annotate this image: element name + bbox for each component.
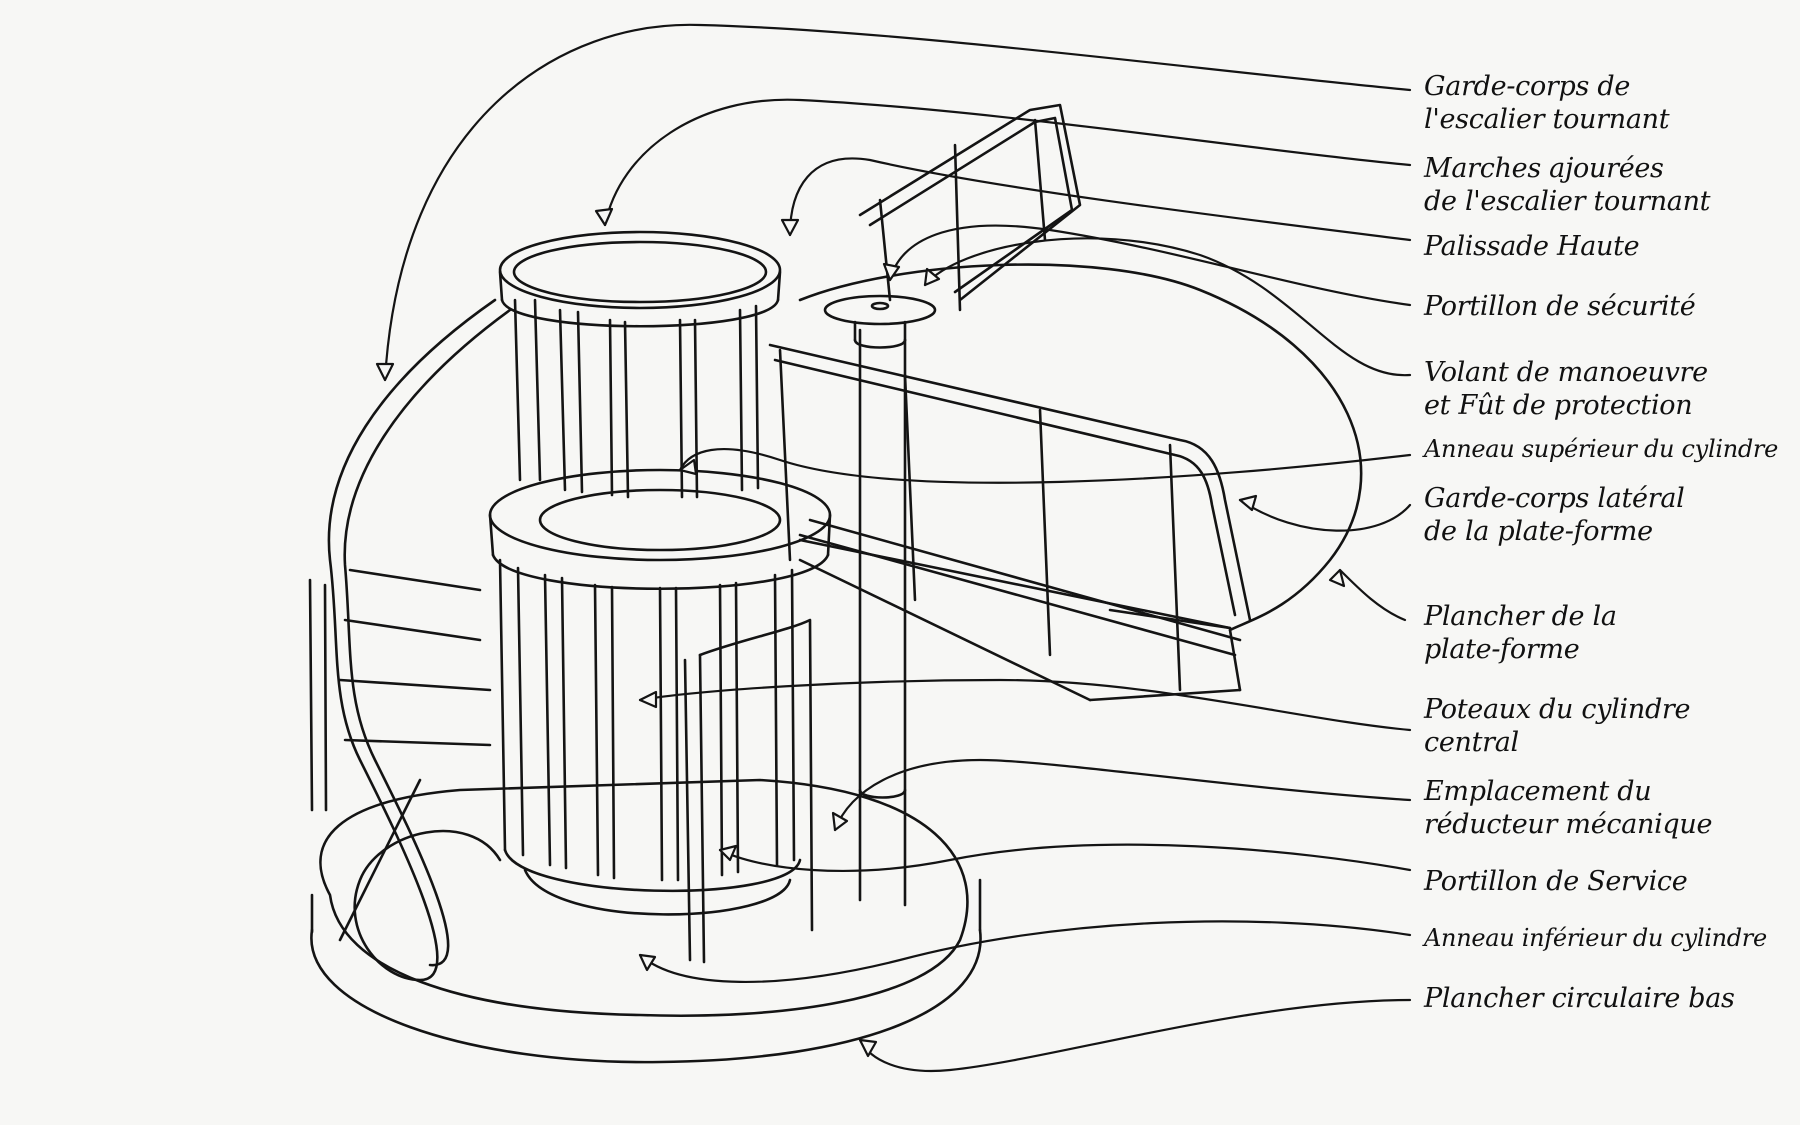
- upper-ring: [498, 230, 782, 328]
- leader-portillon-service: [718, 843, 1412, 872]
- label-portillon-securite: Portillon de sécurité: [1424, 290, 1696, 323]
- arrow-icon: [638, 690, 658, 709]
- label-line: Garde-corps latéral: [1424, 483, 1685, 514]
- label-marches-ajourees: Marches ajourées de l'escalier tournant: [1424, 152, 1711, 218]
- label-line: réducteur mécanique: [1424, 809, 1713, 840]
- arrow-icon: [882, 262, 901, 282]
- leader-plancher-plateforme: [1338, 568, 1407, 622]
- label-palissade-haute: Palissade Haute: [1424, 230, 1640, 263]
- label-anneau-superieur: Anneau supérieur du cylindre: [1424, 433, 1778, 466]
- label-volant-manoeuvre: Volant de manoeuvre et Fût de protection: [1424, 356, 1708, 422]
- leader-volant-manoeuvre: [923, 237, 1412, 377]
- leader-plancher-circulaire: [858, 998, 1412, 1072]
- leader-lines: [383, 23, 1412, 1072]
- label-line: et Fût de protection: [1424, 390, 1693, 421]
- arrow-icon: [1328, 568, 1346, 588]
- cylinder-posts: [498, 298, 796, 882]
- leader-palissade-haute: [788, 157, 1412, 242]
- label-plancher-circulaire: Plancher circulaire bas: [1424, 982, 1735, 1015]
- label-line: Palissade Haute: [1424, 231, 1640, 262]
- arrow-icon: [638, 953, 657, 972]
- lower-ring: [503, 848, 802, 916]
- leader-marches-ajourees: [603, 98, 1412, 227]
- label-line: Portillon de sécurité: [1424, 291, 1696, 322]
- leader-portillon-securite: [888, 224, 1412, 307]
- label-line: plate-forme: [1424, 634, 1580, 665]
- label-line: Plancher circulaire bas: [1424, 983, 1735, 1014]
- support-column: [858, 328, 907, 907]
- leader-garde-corps-escalier: [383, 23, 1412, 382]
- lateral-guard-rail: [768, 343, 1252, 692]
- label-line: Plancher de la: [1424, 601, 1617, 632]
- label-poteaux-cylindre: Poteaux du cylindre central: [1424, 693, 1691, 759]
- spiral-stair: [308, 298, 512, 982]
- label-line: Marches ajourées: [1424, 153, 1664, 184]
- lower-circular-floor: [310, 778, 982, 1064]
- arrow-icon: [1238, 494, 1258, 512]
- arrow-icon: [594, 207, 614, 227]
- high-palisade: [858, 103, 1082, 312]
- label-line: Portillon de Service: [1424, 866, 1688, 897]
- label-line: Anneau supérieur du cylindre: [1424, 435, 1778, 463]
- arrow-heads: [375, 207, 1346, 1058]
- label-portillon-service: Portillon de Service: [1424, 865, 1688, 898]
- label-plancher-plateforme: Plancher de la plate-forme: [1424, 600, 1617, 666]
- label-garde-corps-lateral: Garde-corps latéral de la plate-forme: [1424, 482, 1685, 548]
- arrow-icon: [718, 844, 738, 862]
- leader-garde-corps-lateral: [1238, 498, 1412, 532]
- leader-anneau-inferieur: [638, 920, 1412, 984]
- arrow-icon: [375, 362, 395, 382]
- label-line: Emplacement du: [1424, 776, 1652, 807]
- leader-emplacement-reducteur: [833, 758, 1412, 832]
- arrow-icon: [831, 811, 849, 832]
- leader-poteaux-cylindre: [638, 678, 1412, 732]
- arrow-icon: [858, 1038, 878, 1058]
- label-line: Poteaux du cylindre: [1424, 694, 1691, 725]
- mid-ring: [488, 468, 832, 591]
- label-line: central: [1424, 727, 1519, 758]
- label-line: l'escalier tournant: [1424, 104, 1670, 135]
- operating-wheel: [823, 294, 937, 349]
- label-garde-corps-escalier: Garde-corps de l'escalier tournant: [1424, 70, 1670, 136]
- label-line: Anneau inférieur du cylindre: [1424, 924, 1767, 952]
- arrow-icon: [923, 267, 941, 287]
- leader-anneau-superieur: [678, 448, 1412, 484]
- arrow-icon: [780, 218, 800, 237]
- service-gate: [683, 618, 814, 964]
- label-line: de la plate-forme: [1424, 516, 1653, 547]
- label-emplacement-reducteur: Emplacement du réducteur mécanique: [1424, 775, 1712, 841]
- arrow-icon: [678, 458, 698, 476]
- label-line: Volant de manoeuvre: [1424, 357, 1708, 388]
- label-anneau-inferieur: Anneau inférieur du cylindre: [1424, 922, 1767, 955]
- label-line: de l'escalier tournant: [1424, 186, 1711, 217]
- label-line: Garde-corps de: [1424, 71, 1631, 102]
